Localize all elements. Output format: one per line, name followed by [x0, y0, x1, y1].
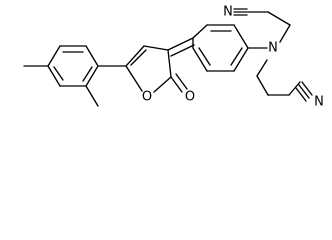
bond-ring2-d [233, 47, 249, 72]
bond-ring2-c [233, 24, 249, 49]
carbonyl-bond-2 [175, 73, 188, 90]
lower-chain-1 [256, 59, 268, 77]
bond-furan-b [143, 45, 169, 51]
bond-furan-a-double [130, 49, 147, 66]
amine-nitrogen-label: N [268, 41, 278, 56]
bond-furan-e [125, 65, 143, 92]
upper-cyanoethyl-chain [233, 8, 291, 43]
carbonyl-oxygen-label: O [185, 90, 195, 105]
lower-nitrile-triple-3 [295, 87, 307, 102]
bond-ring1-b [85, 45, 99, 67]
carbonyl-bond-1 [170, 76, 183, 93]
exocyclic-double-bond-1 [167, 37, 194, 51]
chemical-structure-canvas: O O N N N [23, 4, 324, 110]
bond-ring2-a [192, 24, 208, 39]
phenyl-ring [192, 24, 249, 72]
lower-cyanoethyl-chain [256, 59, 313, 102]
lower-nitrile-nitrogen-label: N [314, 95, 324, 110]
lower-chain-2 [256, 75, 269, 96]
upper-chain-1 [279, 24, 291, 43]
dimethylphenyl-ring [23, 45, 99, 107]
bond-ring1-c [85, 65, 99, 87]
lower-nitrile-triple-2 [298, 84, 310, 99]
chemical-structure-diagram: O O N N N [23, 5, 324, 110]
bond-ring2-f [192, 47, 208, 72]
bond-furan-d [153, 76, 172, 93]
bond-furan-a [125, 45, 145, 67]
furanone-ring [125, 45, 188, 93]
exocyclic-double-bond-2 [170, 44, 195, 57]
upper-nitrile-nitrogen-label: N [223, 5, 233, 20]
lower-chain-4 [288, 81, 301, 96]
bond-ring1-inner-2 [82, 66, 93, 82]
ring-oxygen-label: O [142, 90, 152, 105]
bond-ring1-e [47, 65, 61, 87]
upper-chain-2 [267, 11, 291, 26]
lower-nitrile-triple-1 [301, 81, 313, 96]
bond-ring2-inner-3 [198, 47, 211, 66]
bond-ring1-f [47, 45, 61, 67]
bond-ring2-inner-2 [230, 47, 243, 66]
bond-ring1-inner-3 [53, 66, 64, 81]
methyl-bottom-bond [85, 85, 99, 107]
bond-furan-c [167, 49, 172, 78]
